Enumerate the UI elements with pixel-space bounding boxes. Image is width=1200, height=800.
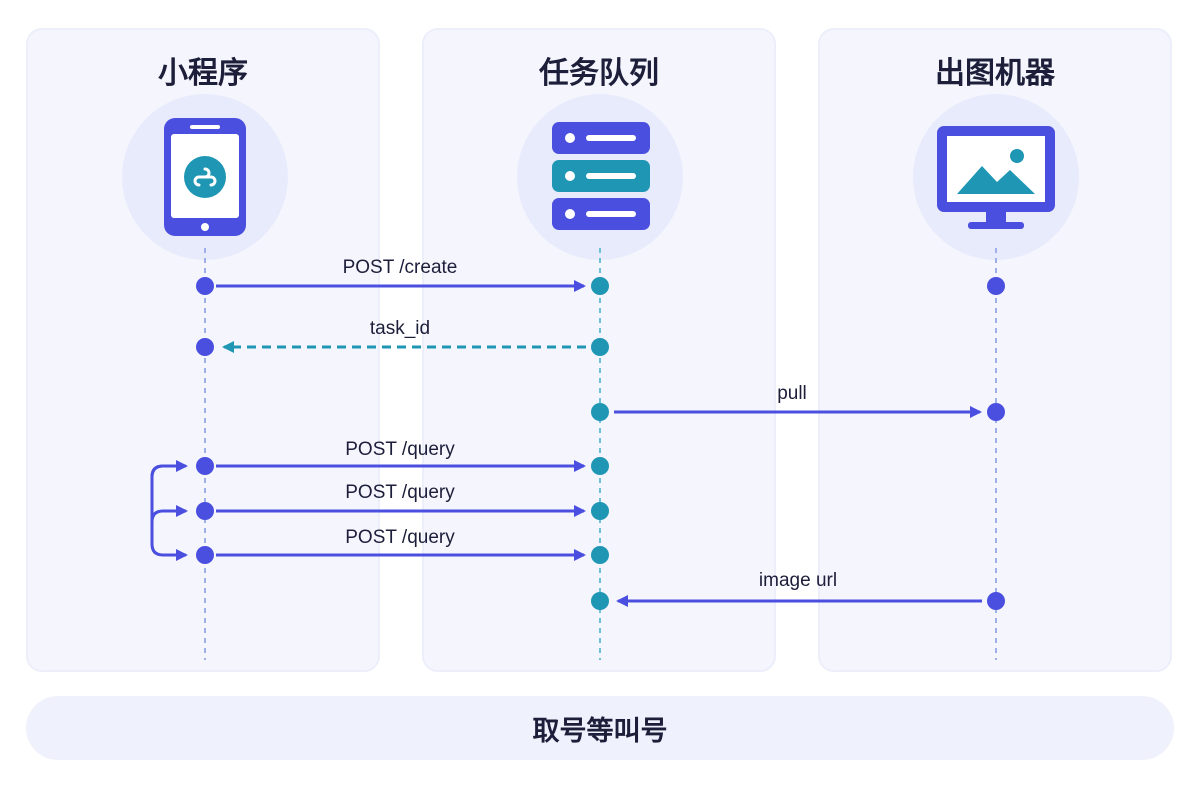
message-post-query-3: POST /query [216,527,586,561]
footer-caption: 取号等叫号 [26,696,1174,760]
message-image-url: image url [616,570,982,607]
message-post-create: POST /create [216,257,586,292]
message-task-id: task_id [222,318,586,353]
column-title-task-queue: 任务队列 [539,56,659,91]
message-label: pull [777,383,807,404]
activation-dot [591,277,609,295]
message-label: POST /query [345,482,455,503]
column-title-render-machine: 出图机器 [935,56,1055,91]
message-label: task_id [370,318,430,339]
activation-dot [196,457,214,475]
activation-dot [591,502,609,520]
polling-loop-arrows [150,460,188,561]
activation-dot [591,338,609,356]
activation-dot [591,546,609,564]
message-label: POST /create [343,257,458,278]
message-pull: pull [614,383,982,418]
activation-dot [196,277,214,295]
activation-dot [196,338,214,356]
activation-dot [591,592,609,610]
server-stack-icon [552,122,650,230]
activation-dot [987,403,1005,421]
mini-program-phone-icon [164,118,246,236]
message-post-query-2: POST /query [216,482,586,517]
activation-dot [987,592,1005,610]
activation-dot [987,277,1005,295]
image-monitor-icon [937,126,1055,229]
message-label: POST /query [345,439,455,460]
message-label: POST /query [345,527,455,548]
activation-dot [196,546,214,564]
message-label: image url [759,570,837,591]
activation-dot [196,502,214,520]
activation-dot [591,403,609,421]
footer-label: 取号等叫号 [532,715,668,747]
column-title-mini-program: 小程序 [158,56,248,91]
activation-dot [591,457,609,475]
message-post-query-1: POST /query [216,439,586,472]
